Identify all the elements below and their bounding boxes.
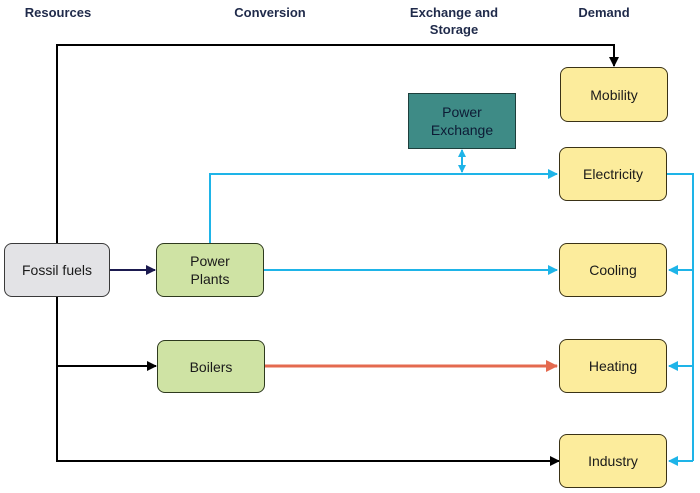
node-boilers: Boilers xyxy=(157,340,265,393)
arrow-fossil-to-boilers xyxy=(56,296,157,371)
node-power-plants: Power Plants xyxy=(156,243,264,297)
node-electricity: Electricity xyxy=(559,147,667,201)
node-heating-label: Heating xyxy=(588,358,638,374)
arrow-power-plants-to-electricity xyxy=(209,169,558,243)
arrow-fossil-to-mobility xyxy=(56,44,619,243)
node-electricity-label: Electricity xyxy=(583,166,643,182)
node-cooling-label: Cooling xyxy=(589,262,637,278)
header-resources: Resources xyxy=(24,5,92,20)
node-heating: Heating xyxy=(559,339,667,393)
node-mobility-label: Mobility xyxy=(590,86,638,103)
arrow-fossil-to-industry xyxy=(56,366,560,466)
node-fossil-fuels-label: Fossil fuels xyxy=(21,262,93,278)
node-power-plants-label: Power Plants xyxy=(190,253,230,287)
node-power-exchange: Power Exchange xyxy=(408,93,516,149)
header-conversion: Conversion xyxy=(234,5,306,20)
node-fossil-fuels: Fossil fuels xyxy=(4,243,110,297)
node-industry-label: Industry xyxy=(588,453,638,469)
node-industry: Industry xyxy=(559,434,667,488)
header-demand: Demand xyxy=(578,5,630,20)
node-cooling: Cooling xyxy=(559,243,667,297)
node-power-exchange-label: Power Exchange xyxy=(430,104,494,138)
header-exchange-storage: Exchange and Storage xyxy=(409,5,499,37)
node-boilers-label: Boilers xyxy=(189,358,233,375)
node-mobility: Mobility xyxy=(560,67,668,122)
arrow-electricity-bus xyxy=(667,173,694,461)
